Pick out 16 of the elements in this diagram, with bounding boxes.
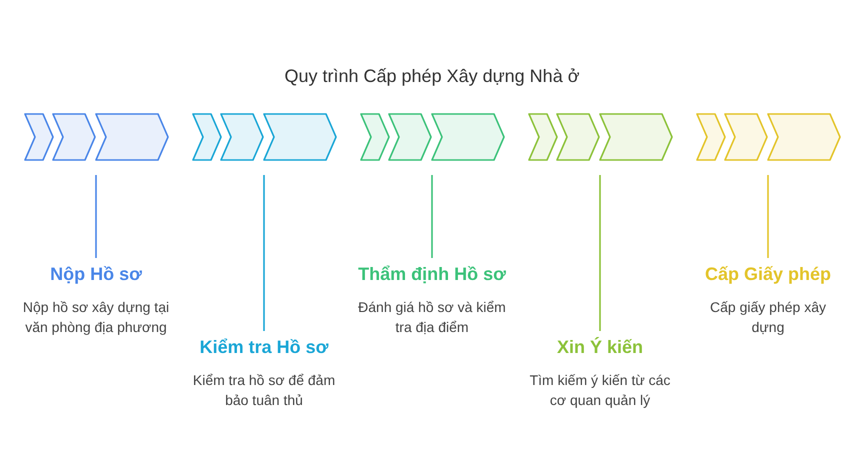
step-description: Kiểm tra hồ sơ để đảm bảo tuân thủ [192,371,336,410]
step-title: Nộp Hồ sơ [49,263,143,286]
connector-line [431,175,433,258]
step-title: Kiểm tra Hồ sơ [198,336,330,359]
connector-line [263,175,265,331]
step-description: Đánh giá hồ sơ và kiểm tra địa điểm [357,298,507,338]
connector-line [767,175,769,258]
diagram-title: Quy trình Cấp phép Xây dựng Nhà ở [283,66,581,87]
connector-line [95,175,97,258]
step-description: Cấp giấy phép xây dựng [709,298,827,338]
step-description: Tìm kiếm ý kiến từ các cơ quan quản lý [528,371,672,410]
connector-line [599,175,601,331]
step-description: Nộp hồ sơ xây dựng tại văn phòng địa phương [22,298,170,338]
step-title: Cấp Giấy phép [704,263,832,286]
step-title: Thẩm định Hồ sơ [357,263,507,286]
step-title: Xin Ý kiến [556,336,644,359]
